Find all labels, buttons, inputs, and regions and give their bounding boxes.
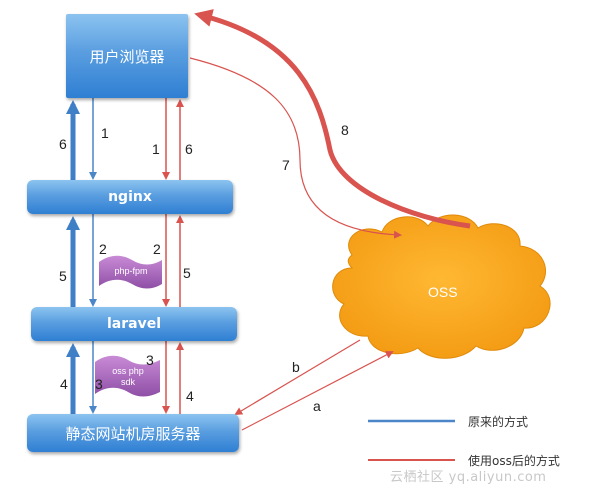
oss-sdk-label-line1: oss php [112,366,144,376]
red-arrow-oss-to-server [234,339,361,416]
nginx-label: nginx [108,189,152,205]
red-arrow-browser-to-oss [189,57,402,239]
step-label: a [313,398,321,414]
step-label: 4 [60,376,68,392]
step-label: 1 [152,141,160,157]
step-label: 2 [153,241,161,257]
legend-original-label: 原来的方式 [468,415,529,429]
step-label: 6 [185,141,193,157]
oss-flow-arrows [162,9,471,431]
php-fpm-flag [99,255,162,289]
step-label: 1 [101,125,109,141]
browser-node: 用户浏览器 [66,14,188,98]
watermark: 云栖社区 yq.aliyun.com [390,470,547,485]
server-node: 静态网站机房服务器 [27,414,239,452]
laravel-node: laravel [31,307,237,341]
red-arrow-oss-to-browser [194,9,471,229]
step-label: 8 [341,122,349,138]
step-label: 6 [59,136,67,152]
step-label: 5 [59,268,67,284]
red-arrow-server-to-oss [241,351,394,431]
original-flow-arrows [66,98,97,414]
step-label: 3 [146,352,154,368]
step-label: 7 [282,157,290,173]
step-label: 5 [183,265,191,281]
step-label: b [292,359,300,375]
oss-cloud [332,214,551,359]
nginx-node: nginx [27,180,233,214]
laravel-label: laravel [106,316,162,332]
server-label: 静态网站机房服务器 [65,424,201,443]
oss-sdk-label-line2: sdk [120,377,135,387]
oss-label: OSS [428,284,458,300]
php-fpm-label: php-fpm [114,266,148,276]
step-label: 2 [99,241,107,257]
oss-php-sdk-flag [95,355,160,397]
step-label: 3 [95,376,103,392]
step-label: 4 [186,388,194,404]
browser-label: 用户浏览器 [89,47,165,66]
legend-oss-label: 使用oss后的方式 [468,454,560,468]
